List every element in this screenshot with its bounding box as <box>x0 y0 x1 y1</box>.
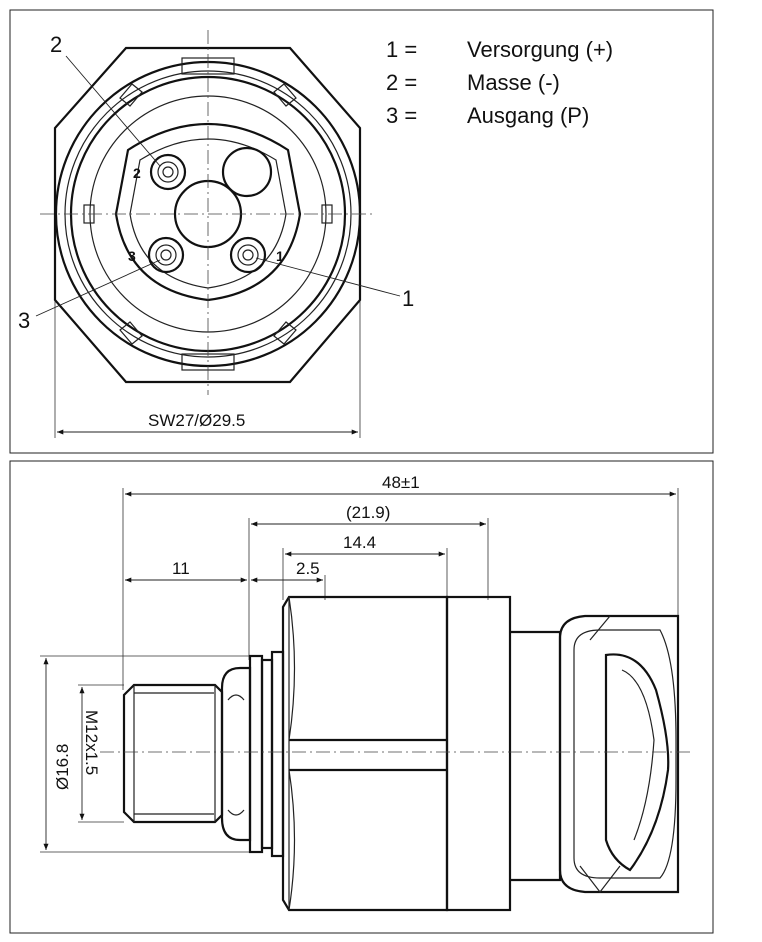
connector-insert <box>114 122 302 302</box>
legend-label-2: Masse (-) <box>467 70 560 95</box>
body-length-text: (21.9) <box>346 503 390 522</box>
diameter-dim-text: Ø16.8 <box>53 744 72 790</box>
callout-2: 2 <box>50 32 62 57</box>
legend-num-3: 3 = <box>386 103 417 128</box>
hex-outline <box>53 46 362 384</box>
hex-length-text: 14.4 <box>343 533 376 552</box>
seal-ring <box>220 666 252 842</box>
thread-size-text: M12x1.5 <box>82 710 101 775</box>
pin-2 <box>149 153 187 191</box>
overall-length-text: 48±1 <box>382 473 420 492</box>
thread-length-text: 11 <box>172 559 190 578</box>
flange <box>445 595 512 912</box>
callout-1: 1 <box>402 286 414 311</box>
pin-label-1: 1 <box>276 248 284 264</box>
front-view-panel: 2 3 1 2 3 1 SW27/Ø29.5 1 = Versorgung (+… <box>9 9 714 454</box>
pin-1 <box>229 236 267 274</box>
legend-label-1: Versorgung (+) <box>467 37 613 62</box>
legend-num-1: 1 = <box>386 37 417 62</box>
connector-body <box>510 630 562 882</box>
collar-dim-text: 2.5 <box>296 559 320 578</box>
side-view-panel: 48±1 (21.9) 14.4 11 2.5 Ø16.8 M12x1.5 <box>9 460 714 934</box>
callout-3: 3 <box>18 308 30 333</box>
pin-legend: 1 = Versorgung (+) 2 = Masse (-) 3 = Aus… <box>386 37 613 128</box>
width-dim-text: SW27/Ø29.5 <box>148 411 245 430</box>
pin-label-3: 3 <box>128 248 136 264</box>
legend-label-3: Ausgang (P) <box>467 103 589 128</box>
pin-3 <box>147 236 185 274</box>
hex-body <box>281 595 449 912</box>
thread-section <box>122 683 224 824</box>
legend-num-2: 2 = <box>386 70 417 95</box>
pin-label-2: 2 <box>133 165 141 181</box>
